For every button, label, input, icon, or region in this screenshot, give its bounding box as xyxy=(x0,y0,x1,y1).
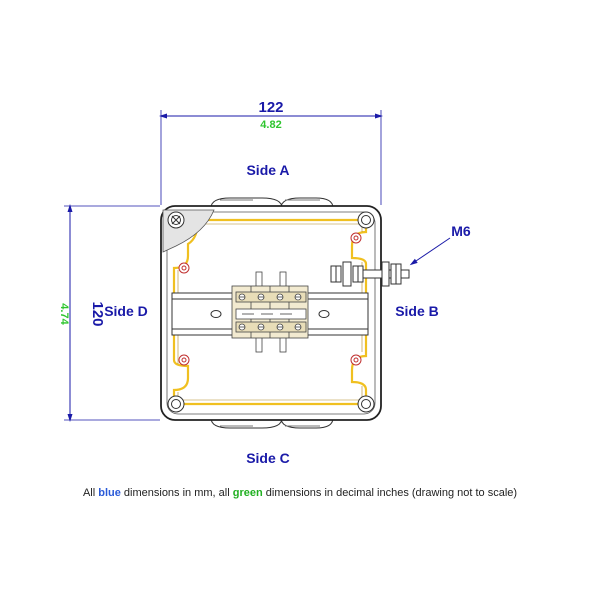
caption-green-word: green xyxy=(232,487,263,499)
m6-label: M6 xyxy=(451,223,471,239)
terminal-blocks xyxy=(231,271,309,353)
units-caption: All blue dimensions in mm, all green dim… xyxy=(0,487,600,499)
side-d-label: Side D xyxy=(104,303,148,319)
width-dimension: 122 4.82 xyxy=(159,99,383,205)
caption-prefix: All xyxy=(82,487,99,499)
height-inch-label: 4.74 xyxy=(58,303,70,325)
caption-suffix: dimensions in decimal inches (drawing no… xyxy=(262,487,518,499)
side-b-label: Side B xyxy=(395,303,439,319)
side-a-label: Side A xyxy=(246,162,289,178)
height-dimension: 120 4.74 xyxy=(58,204,160,422)
height-mm-label: 120 xyxy=(89,301,106,326)
earth-stud xyxy=(330,261,410,287)
corner-screws xyxy=(167,211,375,413)
side-c-label: Side C xyxy=(246,450,290,466)
caption-blue-word: blue xyxy=(98,487,121,499)
width-inch-label: 4.82 xyxy=(260,119,281,131)
width-mm-label: 122 xyxy=(258,99,283,116)
caption-middle: dimensions in mm, all xyxy=(120,487,233,499)
m6-callout: M6 xyxy=(409,223,471,266)
